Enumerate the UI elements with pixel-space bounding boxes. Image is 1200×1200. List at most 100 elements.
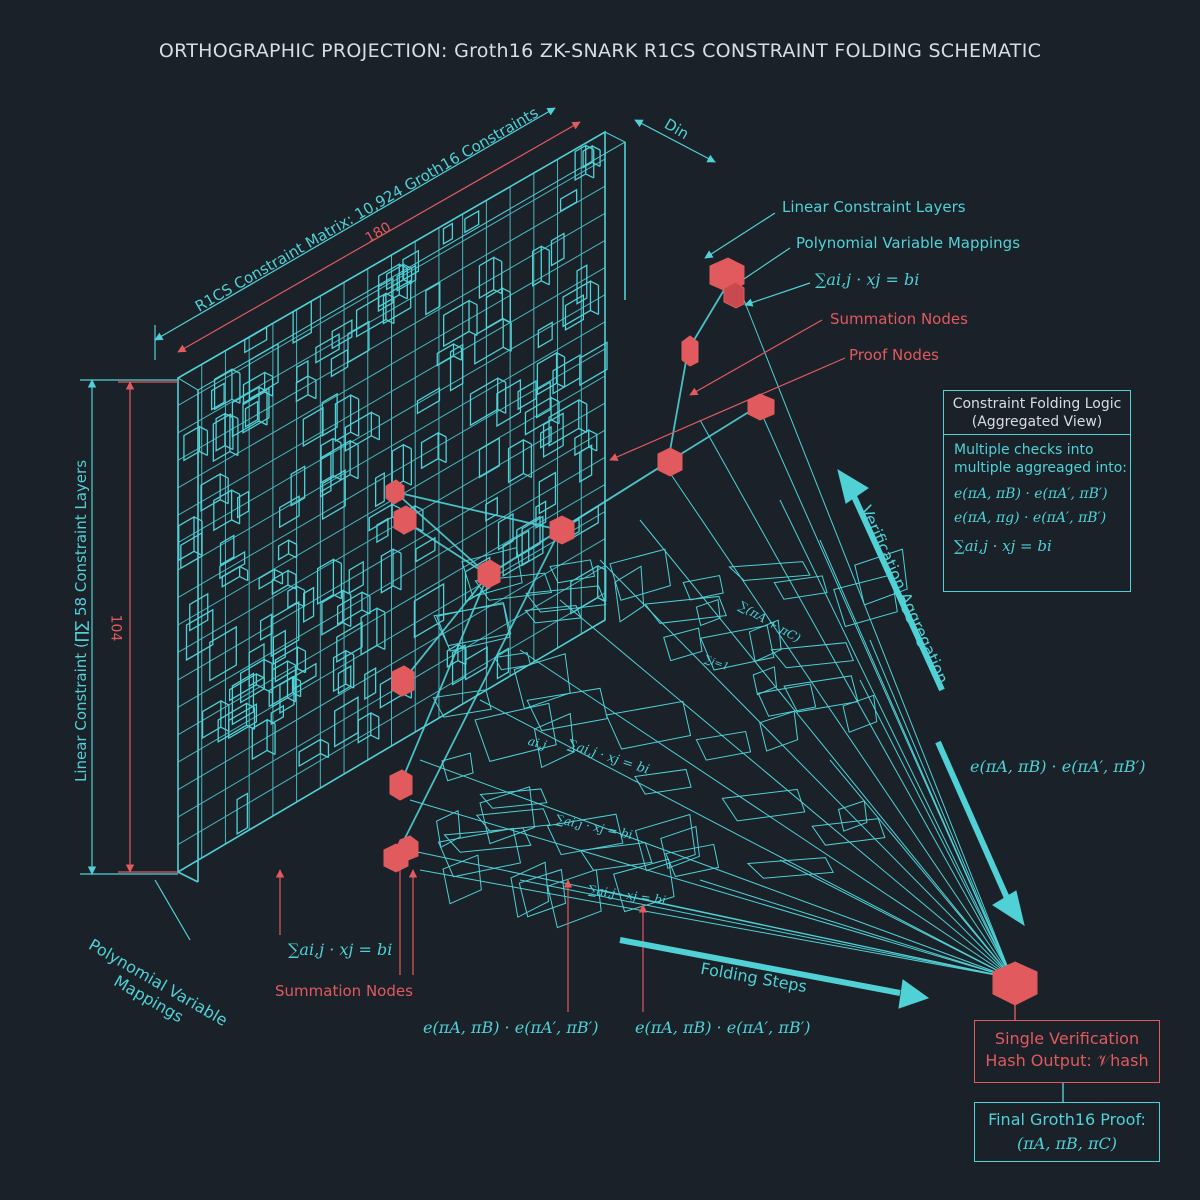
constraint-block [219, 550, 246, 580]
folding-ray [639, 519, 1013, 979]
block-edge [264, 371, 273, 378]
hash-output-line-2: Hash Output: 𝒱hash [985, 1051, 1149, 1070]
constraint-block [478, 436, 500, 479]
folding-facet [634, 768, 692, 795]
block-edge [437, 432, 447, 438]
folding-facet [682, 574, 724, 601]
constraint-block [535, 380, 551, 419]
constraint-block [415, 536, 436, 563]
block-edge [597, 565, 607, 571]
constraint-block [189, 592, 209, 632]
folding-facet [721, 788, 806, 822]
block-edge [231, 489, 240, 495]
constraint-block [464, 209, 480, 234]
constraint-block [219, 534, 235, 566]
block-edge [219, 473, 229, 479]
constraint-block [496, 378, 522, 428]
proof-node [549, 515, 575, 545]
constraint-lattice [177, 145, 606, 858]
block-edge [345, 650, 355, 656]
block-edge [193, 516, 203, 522]
constraint-block [357, 711, 372, 744]
folding-ray [743, 299, 1013, 979]
folding-facet [757, 683, 817, 717]
constraint-block [582, 144, 593, 169]
constraint-block [374, 471, 385, 508]
proof-node [747, 393, 775, 421]
constraint-block [559, 188, 578, 213]
block-edge [371, 411, 380, 418]
folding-facet [695, 599, 721, 627]
height-value: 104 [107, 614, 124, 642]
folding-facet [613, 858, 675, 913]
bottom-pairing-a: e(πA, πB) · e(πA′, πB′) [423, 1018, 599, 1037]
folding-facet [525, 585, 607, 613]
folding-ray [419, 869, 1013, 979]
folding-ray [519, 879, 1013, 979]
final-proof-box: Final Groth16 Proof: (πA, πB, πC) [974, 1102, 1160, 1162]
folding-facet [854, 548, 908, 606]
folding-ray [859, 679, 1013, 979]
constraint-block [259, 613, 273, 641]
red-dimension-lines [118, 121, 581, 873]
constraint-block [321, 392, 338, 437]
constraint-block [517, 379, 537, 411]
folding-facet [759, 710, 799, 752]
diagram-title: ORTHOGRAPHIC PROJECTION: Groth16 ZK-SNAR… [158, 40, 1042, 62]
pairing-right-label: e(πA, πB) · e(πA′, πB′) [970, 757, 1146, 776]
folding-facet [811, 818, 886, 846]
folding-facet [634, 813, 696, 872]
proof-node [391, 665, 415, 697]
constraint-block [485, 496, 498, 522]
folding-facet [579, 842, 653, 871]
block-edge [258, 420, 268, 426]
logic-box-eq-1: e(πA, πB) · e(πA′, πB′) [954, 486, 1108, 502]
folding-facet [475, 808, 551, 832]
folding-facet [474, 572, 553, 601]
block-edge [370, 734, 380, 740]
block-edge [588, 429, 598, 435]
folding-facet [437, 827, 522, 878]
cyan-callout-leaders [704, 212, 811, 307]
folding-ray [667, 469, 1013, 979]
block-edge [342, 621, 352, 628]
folding-facet [748, 619, 782, 663]
bottom-sum-formula: ∑ai,j · xj = bi [288, 940, 393, 959]
block-edge [297, 668, 306, 674]
folding-facet [513, 653, 571, 710]
flow-arrows [619, 468, 1025, 1009]
constraint-block [360, 607, 378, 656]
block-edge [556, 382, 565, 388]
proof-node [399, 835, 419, 861]
constraint-block [579, 341, 608, 387]
block-edge [590, 309, 599, 316]
block-edge [307, 394, 317, 400]
block-edge [292, 692, 301, 698]
block-edge [392, 548, 402, 554]
block-edge [493, 256, 503, 262]
folding-facet [842, 694, 878, 733]
folding-ray [869, 639, 1013, 979]
block-edge [342, 589, 352, 596]
block-edge [414, 505, 424, 511]
constraint-block [279, 495, 300, 529]
block-edge [239, 575, 248, 582]
constraint-block [242, 387, 270, 434]
constraint-block [542, 412, 564, 459]
bottom-summation-nodes: Summation Nodes [275, 982, 413, 1000]
logic-box-eq-3: ∑ai,j · xj = bi [954, 537, 1052, 555]
block-edge [229, 450, 239, 457]
block-edge [220, 726, 230, 732]
constraint-block [413, 582, 445, 639]
folding-facet [770, 642, 855, 669]
block-edge [199, 426, 208, 432]
block-edge [585, 173, 595, 179]
folding-facet [783, 675, 859, 713]
block-edge [497, 377, 506, 383]
block-edge [297, 646, 306, 652]
block-edge [403, 444, 412, 450]
folding-facet [526, 687, 608, 732]
folding-ray [599, 889, 1013, 979]
constraint-block [292, 300, 312, 345]
